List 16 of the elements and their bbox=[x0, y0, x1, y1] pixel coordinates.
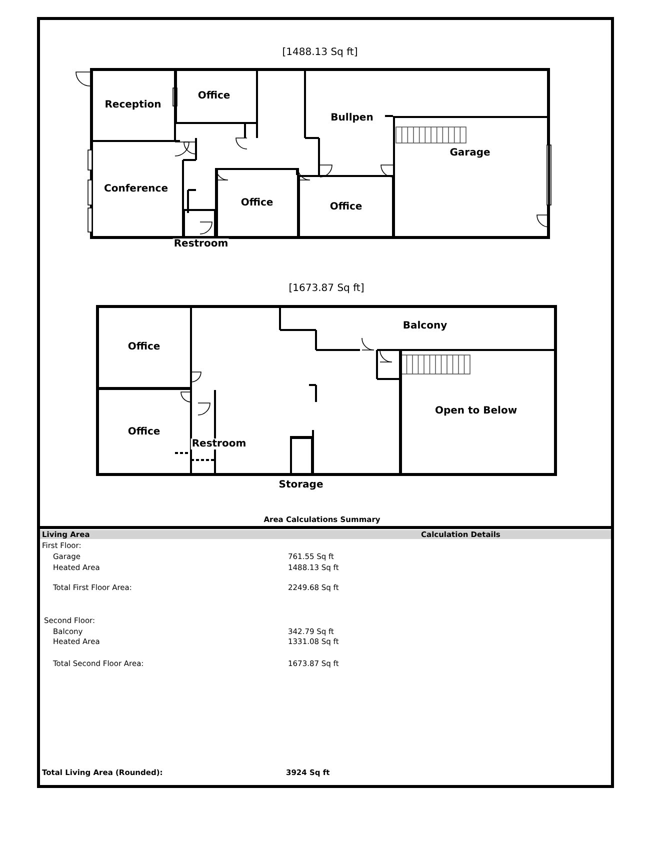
room-label: Office bbox=[126, 426, 162, 438]
room-label: Garage bbox=[448, 148, 492, 158]
room-label: Restroom bbox=[172, 238, 230, 250]
room-label: Open to Below bbox=[434, 406, 518, 416]
room-label: Restroom bbox=[190, 438, 248, 450]
room-label: Conference bbox=[103, 184, 169, 194]
room-label: Office bbox=[126, 342, 162, 352]
room-label: Office bbox=[328, 202, 364, 212]
room-label: Storage bbox=[278, 480, 324, 490]
room-label: Office bbox=[196, 90, 232, 102]
floor-area-label: [1488.13 Sq ft] bbox=[282, 47, 358, 58]
room-label: Balcony bbox=[402, 320, 448, 332]
floor-area-label: [1673.87 Sq ft] bbox=[288, 283, 364, 294]
room-label: Office bbox=[240, 198, 274, 208]
room-label: Bullpen bbox=[330, 112, 374, 124]
room-label: Reception bbox=[104, 100, 162, 110]
